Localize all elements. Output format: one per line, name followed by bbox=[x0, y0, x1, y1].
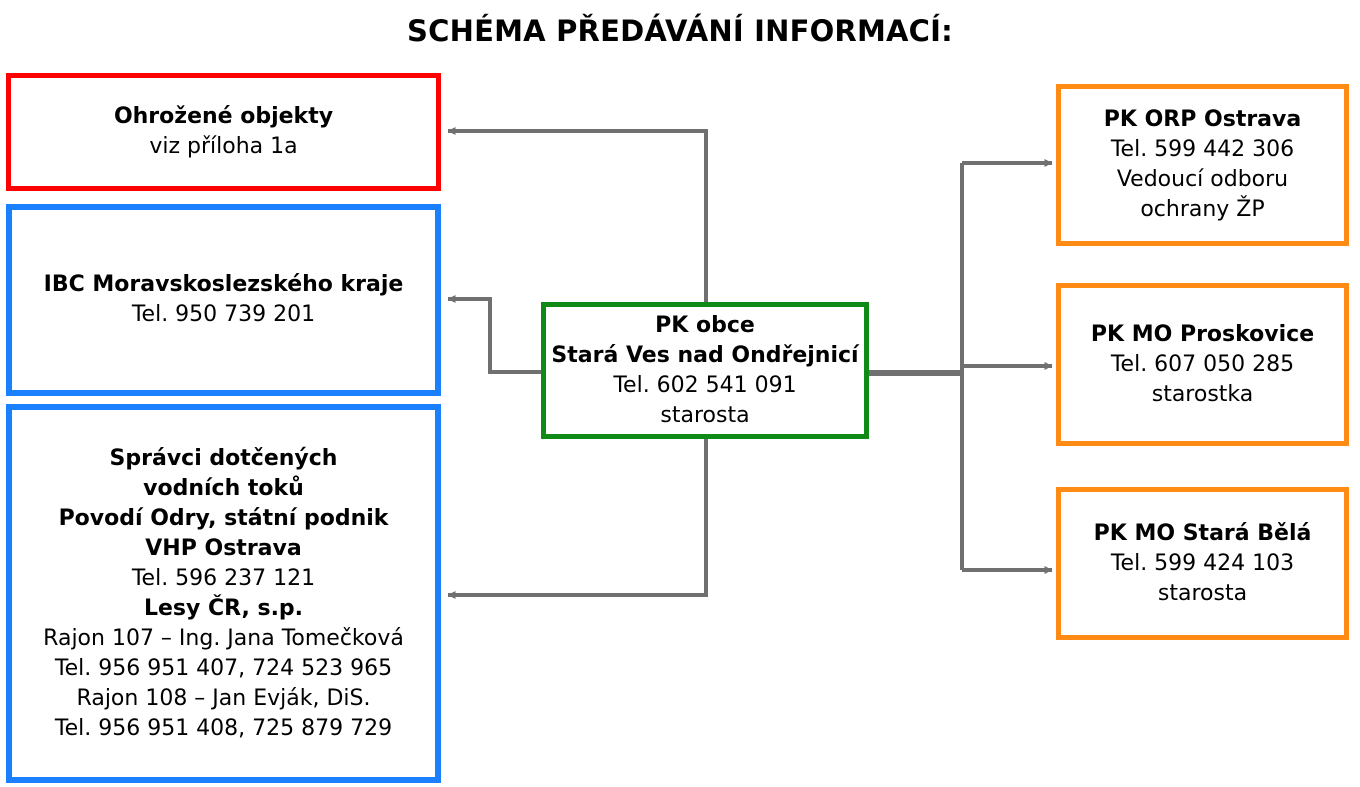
arrow-to-ibc bbox=[447, 295, 544, 374]
box-line: ochrany ŽP bbox=[1140, 197, 1265, 222]
box-pk-mo-stara-bela: PK MO Stará Bělá Tel. 599 424 103 staros… bbox=[1056, 487, 1349, 640]
box-line: Správci dotčených bbox=[109, 446, 338, 471]
box-line: Tel. 950 739 201 bbox=[131, 302, 316, 327]
box-line: Rajon 107 – Ing. Jana Tomečková bbox=[43, 626, 404, 651]
box-line: vodních toků bbox=[143, 476, 304, 501]
box-pk-orp-ostrava: PK ORP Ostrava Tel. 599 442 306 Vedoucí … bbox=[1056, 84, 1349, 246]
box-line: viz příloha 1a bbox=[149, 134, 298, 159]
box-line: Tel. 599 424 103 bbox=[1110, 550, 1295, 576]
box-line: PK ORP Ostrava bbox=[1103, 107, 1302, 132]
box-line: PK MO Proskovice bbox=[1090, 321, 1315, 347]
box-ibc: IBC Moravskoslezského kraje Tel. 950 739… bbox=[6, 204, 441, 396]
box-line: PK obce bbox=[655, 312, 755, 338]
box-line: IBC Moravskoslezského kraje bbox=[43, 272, 404, 297]
box-line: Tel. 602 541 091 bbox=[613, 372, 797, 398]
box-pk-mo-proskovice: PK MO Proskovice Tel. 607 050 285 staros… bbox=[1056, 283, 1349, 446]
box-line: Tel. 599 442 306 bbox=[1110, 137, 1295, 162]
box-line: Ohrožené objekty bbox=[113, 104, 334, 129]
box-ohrozene-objekty: Ohrožené objekty viz příloha 1a bbox=[6, 73, 441, 191]
box-line: starostka bbox=[1151, 381, 1254, 407]
box-line: Povodí Odry, státní podnik bbox=[58, 506, 389, 531]
box-line: VHP Ostrava bbox=[145, 536, 302, 561]
arrow-to-ohrozene-objekty bbox=[447, 127, 708, 305]
box-line: Tel. 956 951 407, 724 523 965 bbox=[54, 656, 393, 681]
box-pk-obce: PK obce Stará Ves nad Ondřejnicí Tel. 60… bbox=[541, 302, 869, 439]
box-spravci-vodnich-toku: Správci dotčených vodních toků Povodí Od… bbox=[6, 404, 441, 783]
box-line: Tel. 607 050 285 bbox=[1110, 351, 1295, 377]
box-line: starosta bbox=[1157, 580, 1248, 606]
box-line: Lesy ČR, s.p. bbox=[143, 596, 304, 621]
box-line: Vedoucí odboru bbox=[1116, 167, 1289, 192]
box-line: Tel. 956 951 408, 725 879 729 bbox=[54, 716, 393, 741]
arrow-to-spravci bbox=[447, 438, 708, 599]
box-line: Tel. 596 237 121 bbox=[131, 566, 316, 591]
box-line: starosta bbox=[660, 402, 750, 428]
box-line: PK MO Stará Bělá bbox=[1093, 520, 1312, 546]
diagram-title: SCHÉMA PŘEDÁVÁNÍ INFORMACÍ: bbox=[407, 14, 953, 48]
box-line: Stará Ves nad Ondřejnicí bbox=[551, 342, 859, 368]
box-line: Rajon 108 – Jan Evják, DiS. bbox=[76, 686, 371, 711]
